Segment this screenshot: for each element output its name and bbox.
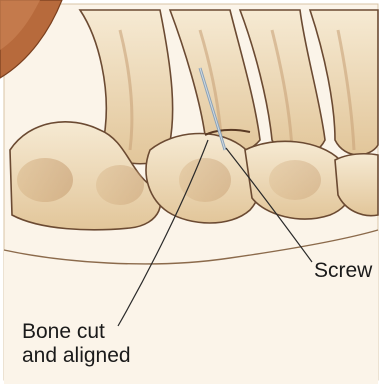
bone-cut-label-line2: and aligned: [22, 344, 131, 368]
bone-cut-label: Bone cut and aligned: [22, 320, 131, 368]
bone-cut-label-line1: Bone cut: [22, 320, 131, 344]
screw-label: Screw: [314, 259, 372, 283]
